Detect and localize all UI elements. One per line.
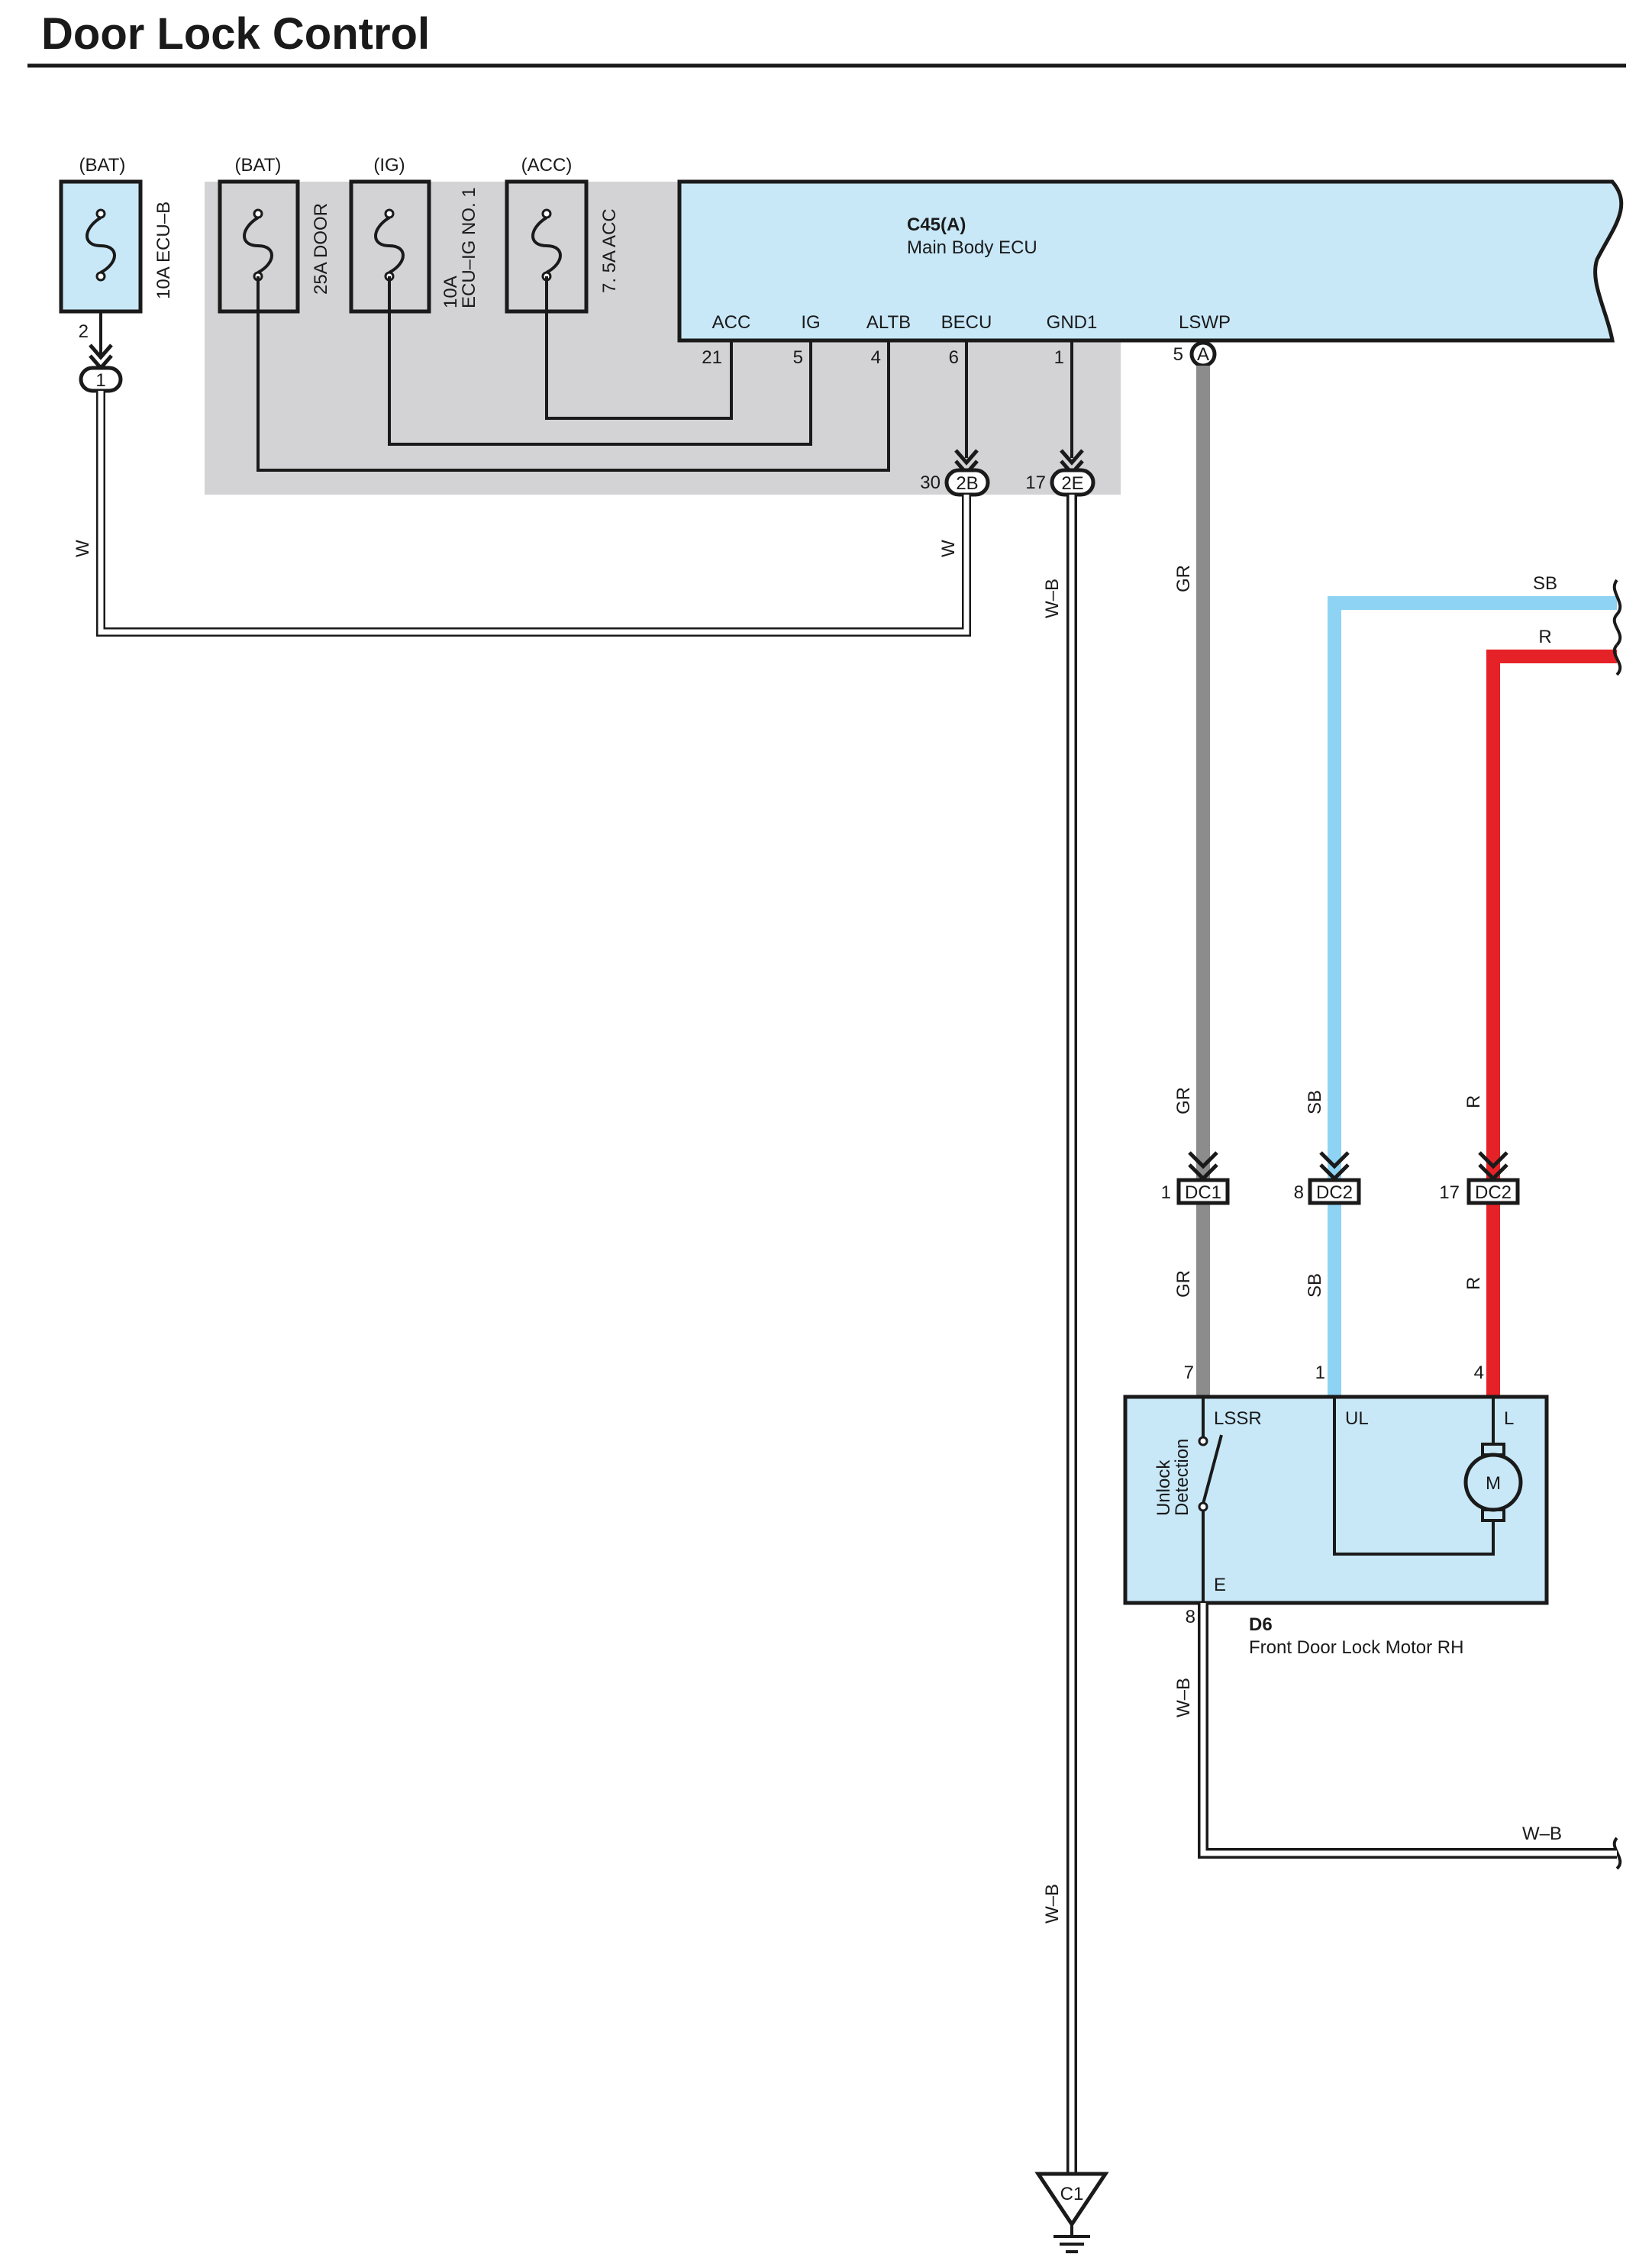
pin-gnd1: 1 — [1054, 347, 1064, 368]
door-connector-dc2-r — [1466, 1178, 1520, 1205]
motor-pin-lssr: 7 — [1184, 1362, 1194, 1383]
wire-label-gr-1: GR — [1173, 565, 1194, 592]
wire-label-wb-bottom: W–B — [1042, 1884, 1063, 1924]
connector-1-label: 1 — [95, 370, 105, 391]
fuse-name: 25A DOOR — [311, 203, 331, 295]
ecu-terminal-lswp: LSWP — [1179, 312, 1231, 333]
motor-icon — [1463, 1453, 1523, 1512]
fuse-name: 7. 5A ACC — [599, 208, 620, 293]
motor-pin-ul: 1 — [1315, 1362, 1325, 1383]
wire-label-sb-1: SB — [1305, 1090, 1325, 1114]
fuse-ecu-ig: (IG) 10A ECU–IG NO. 1 — [349, 155, 479, 314]
wire-label-r-1: R — [1463, 1095, 1484, 1108]
door-connector-pin-17: 17 — [1439, 1182, 1460, 1203]
switch-label-line2: Detection — [1172, 1439, 1192, 1516]
fuse-name-line1: 10A — [440, 276, 461, 308]
wire-label-sb-2: SB — [1305, 1273, 1325, 1298]
ground-c1: C1 — [1034, 2172, 1109, 2253]
wire-label-wb-top: W–B — [1042, 579, 1063, 618]
motor-terminal-e: E — [1214, 1575, 1226, 1595]
wire-wb-motor — [1198, 1603, 1617, 1859]
door-connector-dc2-r-label: DC2 — [1475, 1182, 1512, 1203]
fuse-source-label: (ACC) — [521, 155, 573, 176]
wire-label-r-2: R — [1463, 1277, 1484, 1290]
wire-label-wb-right: W–B — [1522, 1824, 1562, 1844]
wire-label-w-left: W — [73, 540, 93, 557]
ecu-terminal-becu: BECU — [941, 312, 992, 333]
pin-lswp: 5 — [1173, 344, 1183, 365]
connector-2b-label: 2B — [956, 473, 978, 494]
connector-2e-label: 2E — [1061, 473, 1083, 494]
fuse-icon — [243, 216, 273, 274]
ecu-box — [677, 179, 1624, 343]
pin-ig: 5 — [793, 347, 803, 368]
wire-label-gr-2: GR — [1173, 1087, 1194, 1114]
fuse-source-label: (BAT) — [235, 155, 282, 176]
unlock-switch-icon — [1202, 1434, 1223, 1504]
ecu-terminal-acc: ACC — [712, 312, 751, 333]
ecu-terminal-ig: IG — [801, 312, 820, 333]
wire-label-w-right: W — [938, 540, 959, 557]
wire-label-r-top: R — [1538, 627, 1551, 647]
fuse-source-label: (BAT) — [79, 155, 126, 176]
fuse-icon — [86, 216, 116, 274]
wire-label-sb-top: SB — [1533, 573, 1557, 594]
motor-terminal-ul: UL — [1345, 1408, 1369, 1429]
pin-acc: 21 — [702, 347, 722, 368]
door-connector-dc2-sb — [1308, 1178, 1361, 1205]
motor-pin-e: 8 — [1186, 1607, 1195, 1627]
wire-r — [1486, 650, 1617, 1397]
ground-label: C1 — [1060, 2184, 1084, 2204]
ground-icon — [1034, 2172, 1109, 2228]
wire-w — [96, 391, 971, 637]
page-title: Door Lock Control — [41, 9, 430, 59]
door-connector-dc2-sb-label: DC2 — [1316, 1182, 1353, 1203]
main-body-ecu: C45(A) Main Body ECU ACC IG ALTB BECU GN… — [677, 179, 1624, 343]
fuse-name: 10A ECU–B — [153, 202, 174, 299]
ecu-code: C45(A) — [907, 214, 966, 235]
fuse-name-line2: ECU–IG NO. 1 — [459, 187, 479, 308]
door-connector-pin-8: 8 — [1294, 1182, 1304, 1203]
wire-break-marks — [1612, 579, 1622, 1870]
door-connector-pin-1: 1 — [1161, 1182, 1171, 1203]
wire-label-wb-motor: W–B — [1173, 1678, 1194, 1717]
fuse-acc: (ACC) 7. 5A ACC — [505, 155, 620, 314]
junction-pin-2b: 30 — [920, 472, 941, 493]
wire-sb — [1328, 596, 1617, 1397]
ecu-name: Main Body ECU — [907, 237, 1037, 258]
motor-terminal-lssr: LSSR — [1214, 1408, 1262, 1429]
fuse-door: (BAT) 25A DOOR — [218, 155, 331, 314]
fuse-ecu-b: (BAT) 10A ECU–B — [59, 155, 174, 314]
motor-pin-l: 4 — [1474, 1362, 1484, 1383]
switch-label-line1: Unlock — [1153, 1459, 1174, 1516]
front-door-lock-motor: LSSR UL L E M Unlock Detection — [1123, 1395, 1549, 1605]
connector-a-label: A — [1197, 344, 1209, 365]
fuse-icon — [531, 216, 562, 274]
ecu-terminal-altb: ALTB — [866, 312, 911, 333]
motor-name: Front Door Lock Motor RH — [1249, 1637, 1463, 1658]
internal-wiring — [99, 276, 1073, 472]
fuse-icon — [374, 216, 405, 274]
junction-pin-2e: 17 — [1025, 472, 1046, 493]
pin-altb: 4 — [871, 347, 881, 368]
motor-symbol: M — [1486, 1473, 1501, 1494]
door-connector-dc1-label: DC1 — [1185, 1182, 1221, 1203]
pin-becu: 6 — [949, 347, 959, 368]
fuse-source-label: (IG) — [373, 155, 405, 176]
ecu-terminal-gnd1: GND1 — [1047, 312, 1098, 333]
fuse-pin-number: 2 — [79, 321, 89, 342]
motor-code: D6 — [1249, 1614, 1273, 1635]
door-connector-dc1 — [1176, 1178, 1230, 1205]
wire-label-gr-3: GR — [1173, 1270, 1194, 1298]
motor-terminal-l: L — [1504, 1408, 1514, 1429]
